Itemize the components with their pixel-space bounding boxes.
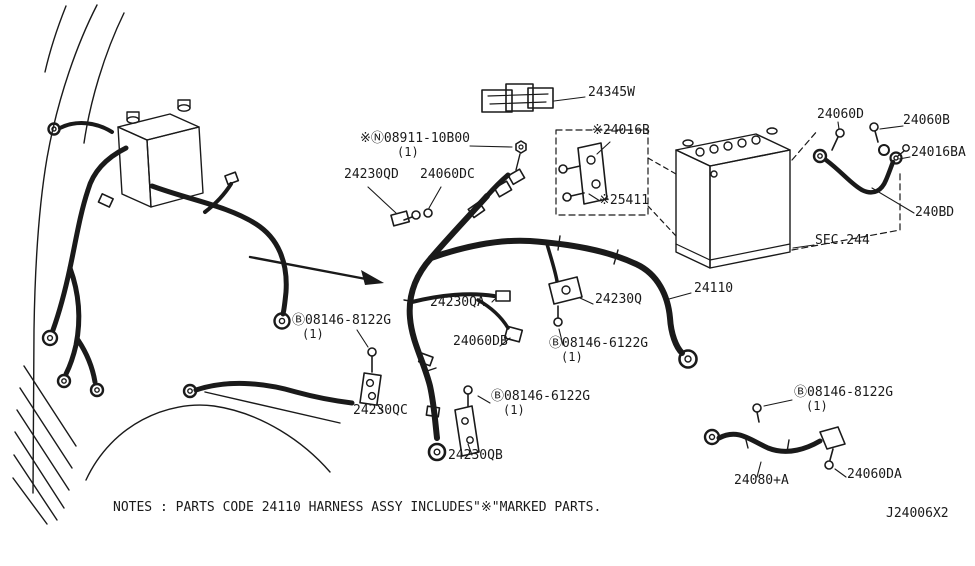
ring-terminals-left [41, 122, 291, 398]
part-label-24060db: 24060DB [453, 334, 508, 349]
qty-6122g-mid: (1) [561, 350, 583, 364]
qty-8122g-right: (1) [806, 399, 828, 413]
fuse-block-24345w [481, 83, 554, 113]
diagram-code: J24006X2 [886, 506, 949, 521]
part-label-24060d: 24060D [817, 107, 864, 122]
bolt-label-08146-8122g-left: Ⓑ08146-8122G [292, 313, 392, 328]
cable-24080a [703, 403, 846, 470]
part-label-24230qa: 24230QA [430, 295, 485, 310]
part-label-24060da: 24060DA [847, 467, 902, 482]
bracket-24016b [555, 129, 677, 237]
qty-8122g-left: (1) [302, 327, 324, 341]
part-label-24016ba: 24016BA [911, 145, 966, 160]
harness-24230qc-area [182, 347, 382, 406]
part-label-25411: ※25411 [599, 193, 650, 208]
harness-battery-cables-left [50, 121, 289, 385]
battery-upper-left [117, 99, 204, 208]
part-label-24080a: 24080+A [734, 473, 789, 488]
clamp-24230qd-24060dc [390, 208, 433, 227]
leader-lines [356, 96, 915, 478]
notes-text: NOTES : PARTS CODE 24110 HARNESS ASSY IN… [113, 500, 602, 515]
part-label-24230qb: 24230QB [448, 448, 503, 463]
bolt-label-08146-8122g-right: Ⓑ08146-8122G [794, 385, 894, 400]
main-harness-24110 [403, 168, 698, 462]
bolt-label-08146-6122g-mid: Ⓑ08146-6122G [549, 336, 649, 351]
qty-08911: (1) [397, 145, 419, 159]
part-label-24230q: 24230Q [595, 292, 642, 307]
car-body-outline [12, 4, 341, 525]
part-label-24345w: 24345W [588, 85, 635, 100]
part-label-24230qc: 24230QC [353, 403, 408, 418]
qty-6122g-low: (1) [503, 403, 525, 417]
part-label-24110: 24110 [694, 281, 734, 296]
battery-sec244 [675, 127, 901, 269]
part-label-24060b: 24060B [903, 113, 950, 128]
part-label-24060dc: 24060DC [420, 167, 475, 182]
bracket-24230q [548, 276, 583, 327]
bolt-label-08146-6122g-low: Ⓑ08146-6122G [491, 389, 591, 404]
pointer-arrow [248, 255, 384, 285]
bracket-24230qb [454, 385, 480, 457]
part-label-24016b: ※24016B [592, 123, 650, 138]
part-label-24230qd: 24230QD [344, 167, 399, 182]
nut-08911 [515, 140, 527, 171]
part-label-08911-10b00: ※Ⓝ08911-10B00 [360, 131, 470, 146]
cable-240bd [812, 122, 910, 195]
section-label-sec244: SEC.244 [815, 233, 870, 248]
part-label-240bd: 240BD [915, 205, 955, 220]
